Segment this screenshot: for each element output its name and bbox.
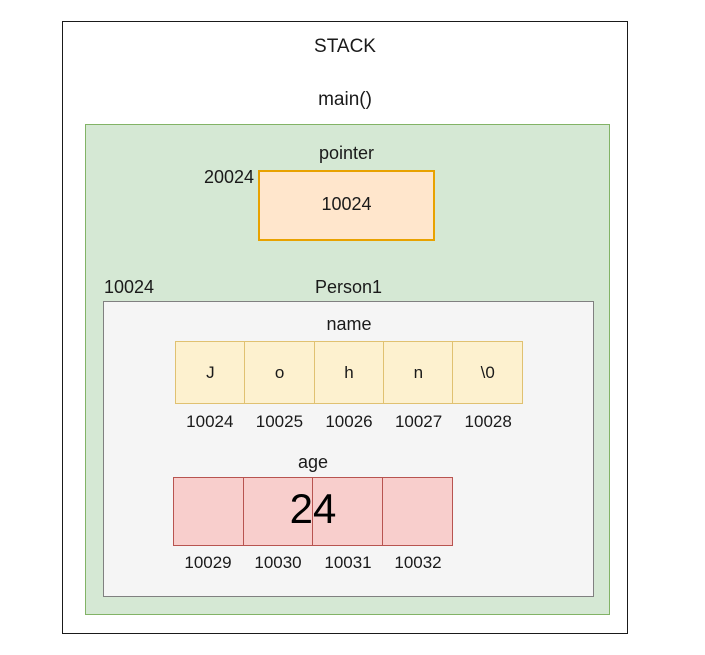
name-address: 10025 — [255, 412, 304, 431]
age-address: 10030 — [254, 553, 302, 572]
pointer-box — [258, 170, 435, 241]
struct-address-label: 10024 — [104, 277, 155, 297]
age-field-label: age — [297, 452, 329, 472]
stack-title: STACK — [314, 36, 376, 57]
age-address: 10032 — [394, 553, 442, 572]
age-cell — [242, 477, 314, 546]
age-address: 10029 — [184, 553, 232, 572]
pointer-value: 10024 — [321, 194, 372, 214]
pointer-label: pointer — [318, 143, 375, 163]
name-cell: o — [244, 341, 315, 404]
name-cell: \0 — [452, 341, 524, 404]
struct-label: Person1 — [314, 277, 383, 297]
pointer-address-label: 20024 — [203, 167, 254, 187]
age-address: 10031 — [324, 553, 372, 572]
age-cell — [173, 477, 244, 546]
name-field-label: name — [326, 314, 372, 334]
name-address: 10027 — [394, 412, 443, 431]
name-address: 10026 — [325, 412, 373, 431]
name-cell: n — [383, 341, 454, 404]
main-function-label: main() — [318, 89, 372, 110]
age-cell — [382, 477, 453, 546]
age-cell-row — [173, 477, 453, 546]
age-address-row: 10029 10030 10031 10032 — [173, 552, 453, 573]
name-address: 10024 — [186, 412, 234, 431]
name-address-row: 10024 10025 10026 10027 10028 — [175, 411, 523, 432]
name-address: 10028 — [464, 412, 512, 431]
age-cell — [312, 477, 384, 546]
name-cell: h — [313, 341, 385, 404]
name-cell-row: J o h n \0 — [175, 341, 524, 404]
name-cell: J — [175, 341, 246, 404]
